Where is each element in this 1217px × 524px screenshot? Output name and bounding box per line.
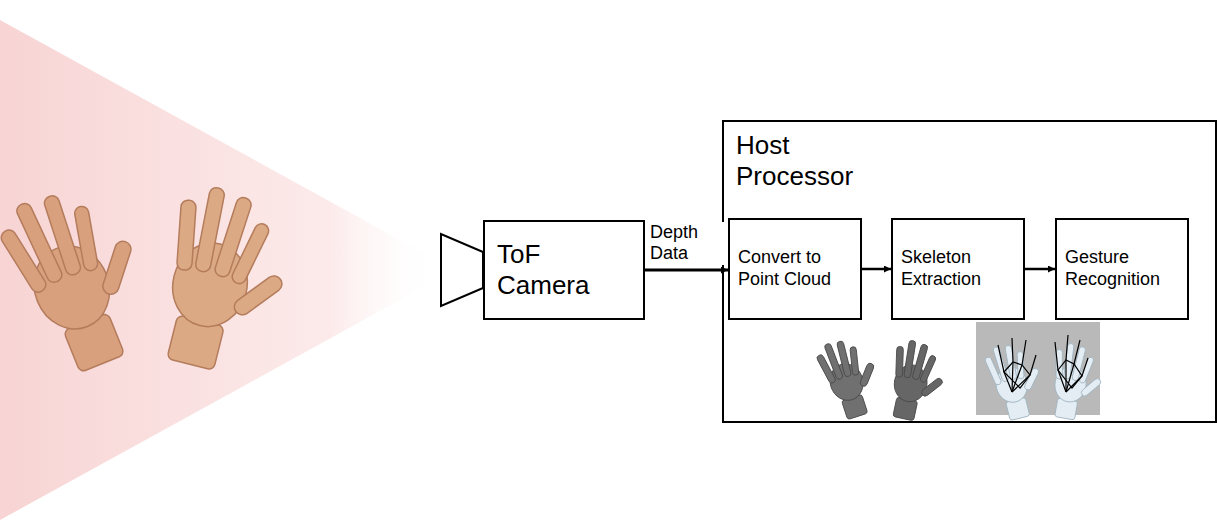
skeleton-hand: [1045, 341, 1108, 424]
node-label: Host Processor: [736, 130, 896, 192]
hand-illustration: [143, 180, 304, 382]
connector-arrow: [1025, 268, 1055, 271]
camera-box: ToF Camera: [483, 220, 645, 320]
node-label: Gesture Recognition: [1065, 247, 1179, 290]
skeleton-lines: [998, 335, 1088, 392]
process-box: Gesture Recognition: [1055, 218, 1189, 320]
point-cloud-hand: [813, 332, 888, 423]
connector-arrow: [645, 269, 728, 272]
process-box: Skeleton Extraction: [891, 218, 1025, 320]
skeleton-hand: [982, 338, 1050, 423]
node-label: Skeleton Extraction: [901, 247, 1015, 290]
hand-illustration: [0, 171, 170, 382]
point-cloud-hand: [882, 337, 951, 425]
edge-label: Depth Data: [648, 222, 725, 265]
camera-lens: [441, 234, 483, 306]
connector-arrow: [862, 268, 891, 271]
node-label: ToF Camera: [497, 239, 612, 301]
node-label: Convert to Point Cloud: [738, 247, 852, 290]
host-box: Host ProcessorConvert to Point Cloud Skel…: [722, 120, 1217, 423]
process-box: Convert to Point Cloud: [728, 218, 862, 320]
